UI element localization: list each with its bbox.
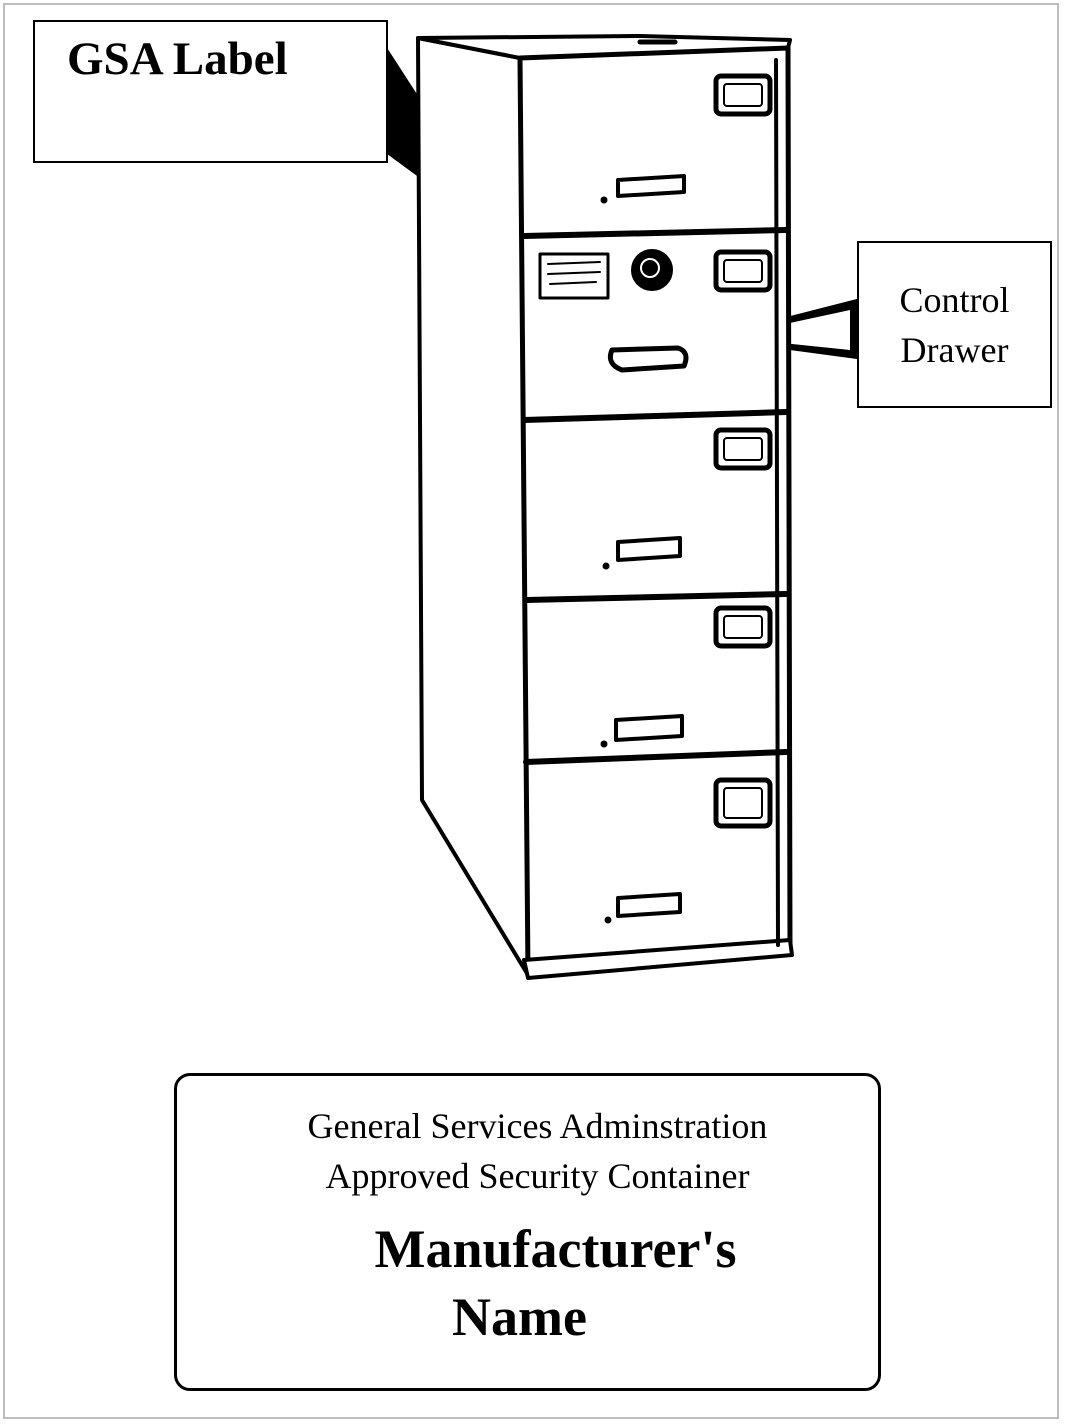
cabinet-top [416, 34, 792, 60]
figure-border [3, 3, 1059, 1419]
drawer-1 [600, 73, 773, 204]
drawer-3 [602, 427, 773, 570]
drawer-5 [604, 777, 773, 924]
cabinet-front [517, 45, 793, 978]
manufacturer-label-plate: General Services Adminstration Approved … [174, 1073, 881, 1391]
control-drawer-text-line2: Drawer [900, 330, 1009, 370]
cabinet-side-panel [416, 36, 530, 977]
combination-dial [631, 249, 673, 291]
control-drawer-text-line1: Control [899, 280, 1010, 320]
gsa-label-text: GSA Label [67, 33, 288, 85]
plate-manufacturer-line2: Name [452, 1287, 587, 1347]
plate-approval-line: Approved Security Container [325, 1156, 750, 1196]
control-drawer [538, 249, 773, 373]
gsa-label-plate [538, 252, 610, 300]
gsa-label-callout: GSA Label [33, 20, 388, 163]
control-drawer-callout: Control Drawer [857, 241, 1052, 408]
cabinet-base [522, 938, 794, 980]
drawer-4 [600, 605, 773, 748]
plate-agency-line: General Services Adminstration [307, 1106, 768, 1146]
plate-manufacturer-line1: Manufacturer's [374, 1219, 737, 1279]
